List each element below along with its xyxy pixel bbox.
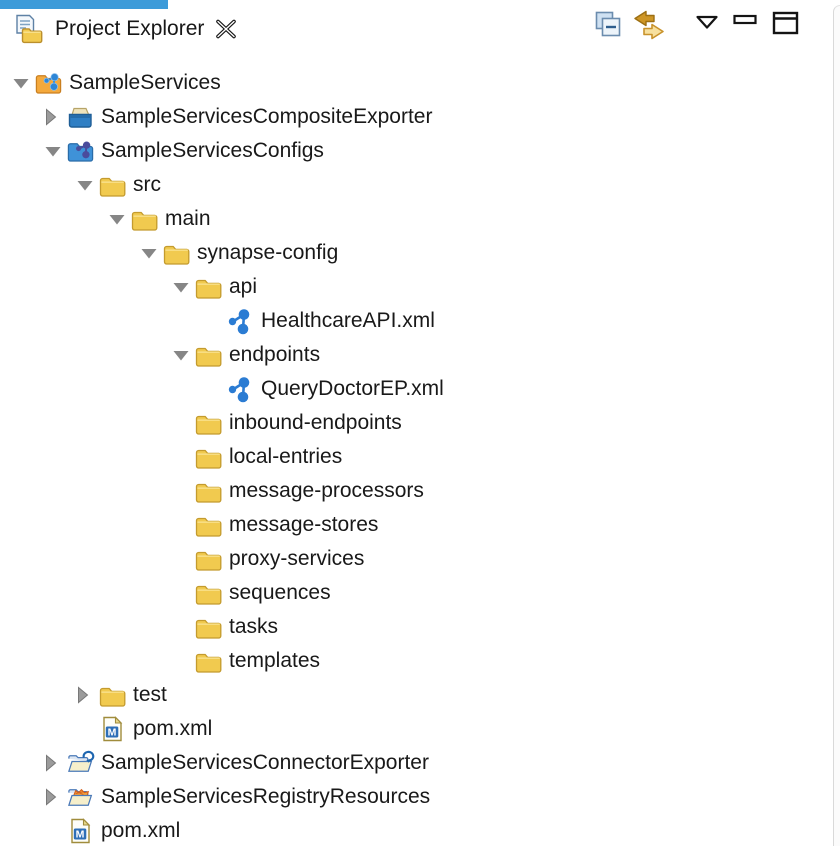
folder-icon — [194, 545, 223, 574]
expand-arrow-icon[interactable] — [140, 247, 162, 260]
tree-row-api[interactable]: api — [0, 270, 832, 304]
tree-item-label: pom.xml — [133, 717, 213, 740]
tree-row-message-processors[interactable]: message-processors — [0, 474, 832, 508]
connector-exporter-icon — [66, 749, 95, 778]
registry-resources-icon — [66, 783, 95, 812]
tree-row-synapse-config[interactable]: synapse-config — [0, 236, 832, 270]
tree-row-main[interactable]: main — [0, 202, 832, 236]
tree-row-sampleservicesconnectorexporter[interactable]: SampleServicesConnectorExporter — [0, 746, 832, 780]
folder-icon — [194, 613, 223, 642]
pom-icon: M — [98, 715, 127, 744]
tree-item-label: templates — [229, 649, 321, 672]
tree-item-label: QueryDoctorEP.xml — [261, 377, 444, 400]
composite-exporter-icon — [66, 103, 95, 132]
tree-row-endpoints[interactable]: endpoints — [0, 338, 832, 372]
folder-icon — [194, 647, 223, 676]
synapse-artifact-icon — [226, 375, 255, 404]
minimize-icon[interactable] — [733, 14, 757, 26]
folder-icon — [130, 205, 159, 234]
tree-row-sampleservicesconfigs[interactable]: SampleServicesConfigs — [0, 134, 832, 168]
synapse-artifact-icon — [226, 307, 255, 336]
tree-item-label: SampleServicesConnectorExporter — [101, 751, 429, 774]
collapse-arrow-icon[interactable] — [76, 686, 98, 704]
tree-item-label: main — [165, 207, 211, 230]
tree-row-local-entries[interactable]: local-entries — [0, 440, 832, 474]
folder-icon — [194, 273, 223, 302]
folder-icon — [98, 681, 127, 710]
tree-row-test[interactable]: test — [0, 678, 832, 712]
folder-icon — [98, 171, 127, 200]
folder-icon — [194, 511, 223, 540]
link-with-editor-icon[interactable] — [631, 9, 667, 41]
tree-row-proxy-services[interactable]: proxy-services — [0, 542, 832, 576]
tree-item-label: pom.xml — [101, 819, 181, 842]
tree-row-healthcareapi-xml[interactable]: HealthcareAPI.xml — [0, 304, 832, 338]
collapse-all-icon[interactable] — [593, 10, 623, 38]
tree-item-label: HealthcareAPI.xml — [261, 309, 435, 332]
tree-item-label: endpoints — [229, 343, 321, 366]
tree-item-label: proxy-services — [229, 547, 365, 570]
tree-item-label: synapse-config — [197, 241, 339, 264]
tree-item-label: tasks — [229, 615, 279, 638]
tree-item-label: sequences — [229, 581, 331, 604]
folder-icon — [194, 409, 223, 438]
view-title: Project Explorer — [55, 17, 205, 40]
tree-row-sampleservices[interactable]: SampleServices — [0, 66, 832, 100]
expand-arrow-icon[interactable] — [108, 213, 130, 226]
view-tab-project-explorer[interactable]: Project Explorer — [13, 13, 239, 45]
tree-row-tasks[interactable]: tasks — [0, 610, 832, 644]
view-menu-icon[interactable] — [695, 14, 719, 30]
expand-arrow-icon[interactable] — [44, 145, 66, 158]
tree-item-label: message-processors — [229, 479, 424, 502]
close-icon[interactable] — [213, 16, 239, 42]
tree-item-label: api — [229, 275, 258, 298]
folder-icon — [194, 579, 223, 608]
tree-item-label: SampleServicesCompositeExporter — [101, 105, 433, 128]
folder-icon — [194, 341, 223, 370]
svg-text:M: M — [76, 829, 85, 841]
pom-icon: M — [66, 817, 95, 846]
folder-icon — [194, 477, 223, 506]
maximize-icon[interactable] — [772, 11, 800, 35]
esb-configs-icon — [66, 137, 95, 166]
svg-text:M: M — [108, 727, 117, 739]
tree-row-inbound-endpoints[interactable]: inbound-endpoints — [0, 406, 832, 440]
panel-right-edge — [833, 5, 840, 846]
project-explorer-icon — [13, 13, 45, 45]
tree-item-label: SampleServices — [69, 71, 221, 94]
tree-item-label: src — [133, 173, 161, 196]
collapse-arrow-icon[interactable] — [44, 788, 66, 806]
active-tab-highlight — [0, 0, 168, 9]
expand-arrow-icon[interactable] — [172, 349, 194, 362]
tree-row-sampleservicescompositeexporter[interactable]: SampleServicesCompositeExporter — [0, 100, 832, 134]
expand-arrow-icon[interactable] — [172, 281, 194, 294]
tree-item-label: SampleServicesConfigs — [101, 139, 324, 162]
tree-item-label: inbound-endpoints — [229, 411, 402, 434]
collapse-arrow-icon[interactable] — [44, 754, 66, 772]
expand-arrow-icon[interactable] — [76, 179, 98, 192]
tree-row-querydoctorep-xml[interactable]: QueryDoctorEP.xml — [0, 372, 832, 406]
tree-item-label: SampleServicesRegistryResources — [101, 785, 431, 808]
view-header: Project Explorer — [0, 0, 840, 66]
expand-arrow-icon[interactable] — [12, 77, 34, 90]
tree-row-templates[interactable]: templates — [0, 644, 832, 678]
tree-item-label: message-stores — [229, 513, 379, 536]
folder-icon — [162, 239, 191, 268]
collapse-arrow-icon[interactable] — [44, 108, 66, 126]
esb-project-icon — [34, 69, 63, 98]
tree-item-label: test — [133, 683, 167, 706]
tree-item-label: local-entries — [229, 445, 343, 468]
folder-icon — [194, 443, 223, 472]
tree-row-sequences[interactable]: sequences — [0, 576, 832, 610]
tree-row-sampleservicesregistryresources[interactable]: SampleServicesRegistryResources — [0, 780, 832, 814]
tree-row-src[interactable]: src — [0, 168, 832, 202]
tree-row-message-stores[interactable]: message-stores — [0, 508, 832, 542]
